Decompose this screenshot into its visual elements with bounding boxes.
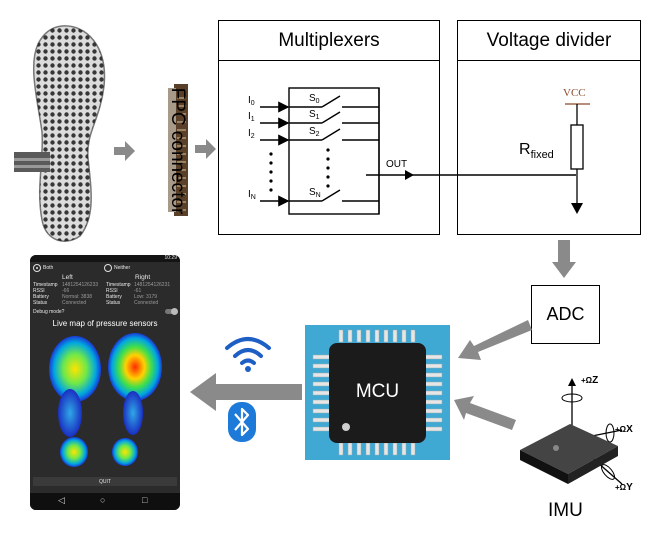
row-label: Battery xyxy=(33,294,49,300)
row-label: Timestamp xyxy=(106,282,131,288)
row-value: -61 xyxy=(134,288,142,294)
arrow-insole-to-fpc xyxy=(114,141,135,161)
nav-recent-icon[interactable]: □ xyxy=(142,495,148,505)
row-label: RSSI xyxy=(106,288,118,294)
multiplexers-title: Multiplexers xyxy=(219,21,439,61)
rfixed-label: Rfixed xyxy=(519,141,554,161)
input-label-1: I1 xyxy=(248,111,255,123)
bluetooth-icon xyxy=(228,402,256,442)
input-label-0: I0 xyxy=(248,95,255,107)
radio-both-label: Both xyxy=(43,265,54,271)
debug-toggle[interactable] xyxy=(165,308,178,315)
multiplexer-circuit xyxy=(260,87,440,215)
mcu-chip xyxy=(305,325,450,460)
phone-screen: 10:29 Both Neither Left Right Timestamp … xyxy=(30,255,180,510)
arrow-adc-to-mcu xyxy=(458,320,532,360)
map-title: Live map of pressure sensors xyxy=(52,319,158,328)
vcc-label: VCC xyxy=(563,87,586,99)
insole-image xyxy=(14,25,106,242)
switch-label-1: S1 xyxy=(309,109,320,121)
voltage-divider-title: Voltage divider xyxy=(458,21,640,61)
radio-neither[interactable] xyxy=(104,264,112,272)
multiplexers-box: Multiplexers xyxy=(218,20,440,235)
row-label: Battery xyxy=(106,294,122,300)
row-value: Low: 3179 xyxy=(134,294,158,300)
arrow-divider-to-adc xyxy=(552,240,576,278)
row-value: 1481254126233 xyxy=(62,282,99,288)
nav-bar xyxy=(30,493,180,510)
fpc-connector-image xyxy=(168,84,188,216)
voltage-divider-circuit xyxy=(565,103,590,214)
radio-neither-label: Neither xyxy=(114,265,131,271)
imu-label: IMU xyxy=(548,500,583,521)
voltage-divider-box: Voltage divider xyxy=(457,20,641,235)
arrow-mcu-to-phone xyxy=(190,373,302,411)
status-bar xyxy=(30,255,180,262)
row-label: RSSI xyxy=(33,288,45,294)
out-label: OUT xyxy=(386,159,408,170)
imu-axis-x: +ΩX xyxy=(615,424,633,435)
mcu-label: MCU xyxy=(355,381,400,402)
debug-label: Debug mode? xyxy=(33,309,65,315)
row-value: Connected xyxy=(134,300,159,306)
nav-back-icon[interactable]: ◁ xyxy=(58,495,65,505)
col-right-header: Right xyxy=(135,274,151,281)
nav-home-icon[interactable]: ○ xyxy=(100,495,106,505)
input-label-n: IN xyxy=(248,189,256,201)
input-label-2: I2 xyxy=(248,128,255,140)
fpc-connector-label: FPC connector xyxy=(167,87,188,215)
imu-axis-y: +ΩY xyxy=(615,482,633,493)
adc-box: ADC xyxy=(531,285,600,344)
switch-label-n: SN xyxy=(309,187,321,199)
wifi-icon xyxy=(225,337,271,372)
arrow-imu-to-mcu xyxy=(454,396,516,430)
adc-label: ADC xyxy=(546,304,585,324)
row-value: 1481254126231 xyxy=(134,282,171,288)
quit-label: QUIT xyxy=(99,478,111,485)
row-label: Status xyxy=(106,300,121,306)
row-value: -66 xyxy=(62,288,70,294)
row-label: Status xyxy=(33,300,48,306)
row-value: Connected xyxy=(62,300,87,306)
radio-both[interactable] xyxy=(33,264,41,272)
signal-line xyxy=(440,174,576,176)
imu-image xyxy=(520,378,623,485)
switch-label-2: S2 xyxy=(309,126,320,138)
col-left-header: Left xyxy=(62,274,73,281)
switch-label-0: S0 xyxy=(309,93,320,105)
row-label: Timestamp xyxy=(33,282,58,288)
row-value: Normal: 3838 xyxy=(62,294,93,300)
arrow-fpc-to-mux xyxy=(195,139,216,159)
status-time: 10:29 xyxy=(164,255,177,261)
pressure-map xyxy=(49,333,162,467)
imu-axis-z: +ΩZ xyxy=(581,375,599,386)
quit-button[interactable]: QUIT xyxy=(33,477,177,486)
